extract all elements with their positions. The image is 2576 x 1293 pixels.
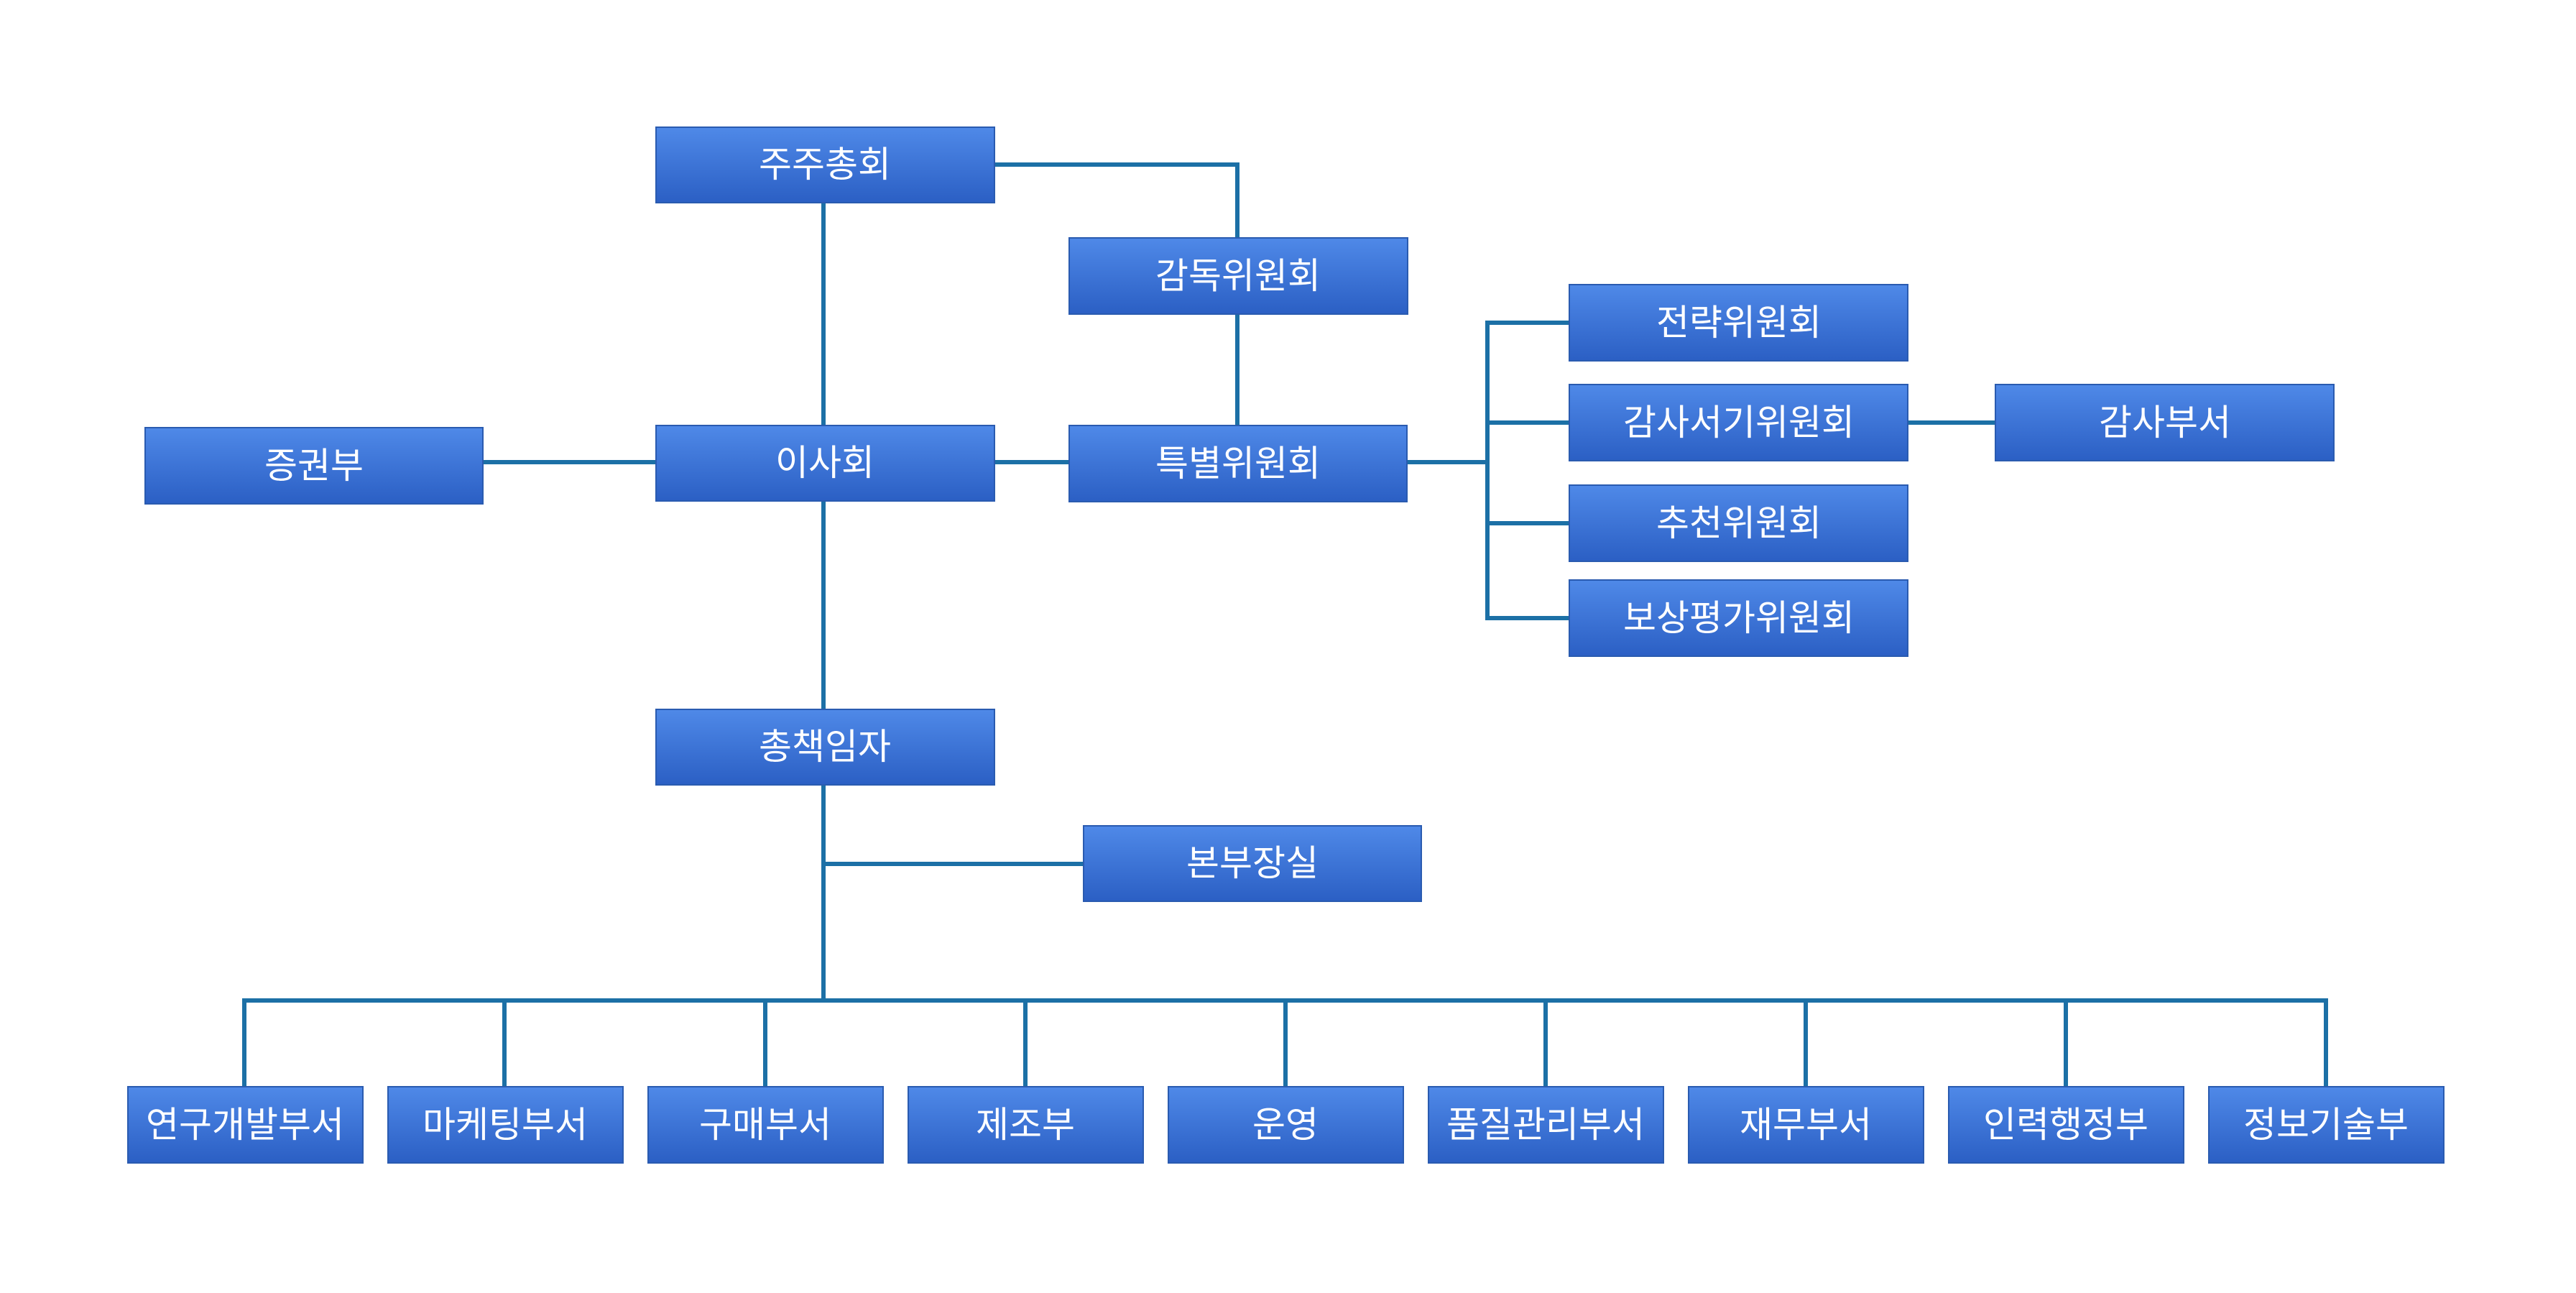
node-hr-dept: 인력행정부 (1948, 1086, 2184, 1164)
node-label: 마케팅부서 (423, 1104, 588, 1146)
node-manufacturing-dept: 제조부 (908, 1086, 1144, 1164)
node-compensation-committee: 보상평가위원회 (1569, 579, 1908, 657)
node-marketing-dept: 마케팅부서 (387, 1086, 624, 1164)
node-securities-dept: 증권부 (144, 427, 484, 505)
node-ceo: 총책임자 (655, 709, 995, 786)
node-quality-dept: 품질관리부서 (1428, 1086, 1664, 1164)
node-label: 보상평가위원회 (1623, 597, 1855, 639)
node-label: 추천위원회 (1656, 502, 1822, 544)
node-board: 이사회 (655, 425, 995, 502)
node-label: 감독위원회 (1155, 255, 1321, 297)
node-label: 재무부서 (1740, 1104, 1872, 1146)
node-it-dept: 정보기술부 (2208, 1086, 2445, 1164)
node-supervisory-committee: 감독위원회 (1068, 237, 1408, 315)
node-label: 감사부서 (2099, 402, 2231, 443)
connectors (242, 162, 2328, 1089)
node-label: 총책임자 (759, 726, 891, 768)
node-hq-office: 본부장실 (1083, 825, 1422, 902)
node-label: 특별위원회 (1155, 443, 1321, 484)
node-label: 운영 (1252, 1104, 1319, 1146)
node-label: 전략위원회 (1656, 302, 1822, 344)
node-label: 제조부 (976, 1104, 1075, 1146)
node-label: 정보기술부 (2243, 1104, 2409, 1146)
node-strategy-committee: 전략위원회 (1569, 284, 1908, 362)
node-label: 구매부서 (699, 1104, 831, 1146)
node-special-committee: 특별위원회 (1068, 425, 1408, 502)
node-label: 본부장실 (1186, 842, 1319, 884)
node-audit-committee: 감사서기위원회 (1569, 384, 1908, 461)
node-nomination-committee: 추천위원회 (1569, 484, 1908, 562)
node-purchasing-dept: 구매부서 (647, 1086, 884, 1164)
connector-shareholders-supervisory (993, 162, 1239, 240)
node-finance-dept: 재무부서 (1688, 1086, 1924, 1164)
node-label: 감사서기위원회 (1623, 402, 1855, 443)
node-label: 주주총회 (759, 144, 891, 185)
node-operations: 운영 (1168, 1086, 1404, 1164)
node-label: 품질관리부서 (1446, 1104, 1645, 1146)
node-label: 이사회 (775, 442, 874, 484)
node-label: 연구개발부서 (146, 1104, 344, 1146)
node-audit-dept: 감사부서 (1995, 384, 2335, 461)
node-rnd-dept: 연구개발부서 (127, 1086, 364, 1164)
node-label: 인력행정부 (1983, 1104, 2148, 1146)
node-label: 증권부 (264, 445, 364, 487)
node-shareholders-meeting: 주주총회 (655, 126, 995, 203)
